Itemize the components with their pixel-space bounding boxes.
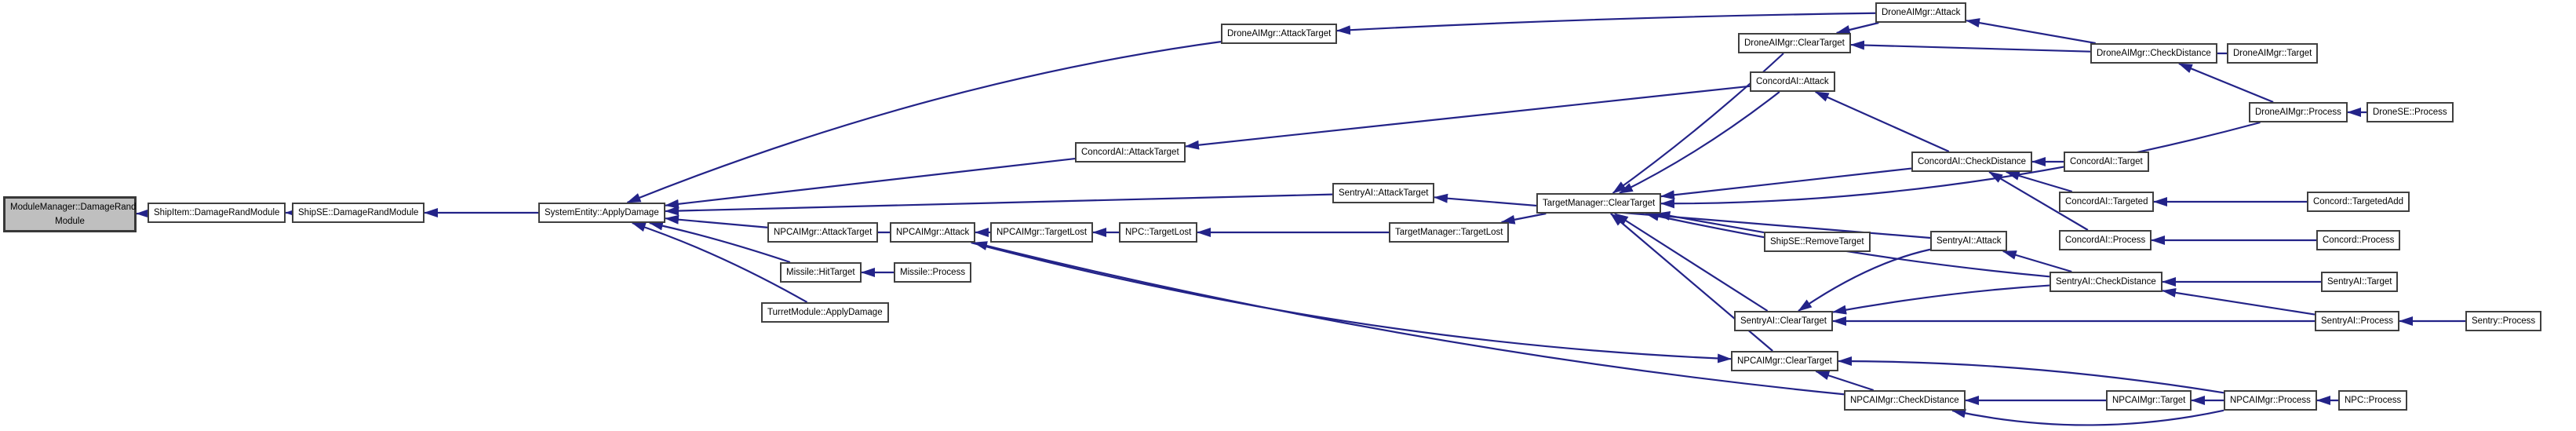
- node-ship-item-damage-rand-module[interactable]: ShipItem::DamageRandModule: [148, 203, 286, 223]
- edge-drone-ai-mgr-process--drone-ai-mgr-check-distance: [2177, 62, 2274, 104]
- node-sentry-ai-clear-target[interactable]: SentryAI::ClearTarget: [1734, 311, 1833, 331]
- node-concord-ai-targeted[interactable]: ConcordAI::Targeted: [2059, 192, 2155, 212]
- edge-drone-ai-mgr-process--target-manager-clear-target: [1660, 121, 2261, 209]
- node-sentry-process[interactable]: Sentry::Process: [2465, 311, 2542, 331]
- node-npc-process[interactable]: NPC::Process: [2338, 390, 2408, 411]
- node-concord-targeted-add[interactable]: Concord::TargetedAdd: [2307, 192, 2410, 212]
- edge-concord-ai-check-distance--concord-ai-attack: [1814, 90, 1950, 153]
- node-concord-ai-process[interactable]: ConcordAI::Process: [2059, 230, 2152, 250]
- node-module-manager-damage-rand-module[interactable]: ModuleManager::DamageRand Module: [3, 196, 137, 232]
- edge-sentry-ai-process--sentry-ai-check-distance: [2162, 287, 2315, 316]
- edge-sentry-ai-attack--sentry-ai-clear-target: [1798, 248, 1931, 312]
- edge-drone-ai-mgr-check-distance--drone-ai-mgr-attack: [1966, 18, 2096, 45]
- edge-sentry-ai-check-distance--sentry-ai-clear-target: [1832, 284, 2050, 315]
- node-sentry-ai-process[interactable]: SentryAI::Process: [2315, 311, 2400, 331]
- node-sentry-ai-attack-target[interactable]: SentryAI::AttackTarget: [1332, 183, 1435, 203]
- edge-turret-module-apply-damage--system-entity-apply-damage: [631, 221, 808, 303]
- node-target-manager-target-lost[interactable]: TargetManager::TargetLost: [1389, 222, 1510, 243]
- node-npc-target-lost[interactable]: NPC::TargetLost: [1119, 222, 1198, 243]
- node-concord-ai-check-distance[interactable]: ConcordAI::CheckDistance: [1911, 152, 2033, 172]
- node-concord-ai-attack[interactable]: ConcordAI::Attack: [1750, 71, 1835, 92]
- node-drone-ai-mgr-attack[interactable]: DroneAIMgr::Attack: [1875, 2, 1967, 23]
- edge-drone-ai-mgr-attack-target--system-entity-apply-damage: [626, 41, 1222, 204]
- node-ship-se-damage-rand-module[interactable]: ShipSE::DamageRandModule: [292, 203, 425, 223]
- node-npc-ai-mgr-process[interactable]: NPCAIMgr::Process: [2224, 390, 2317, 411]
- edge-drone-ai-mgr-attack--drone-ai-mgr-clear-target: [1835, 21, 1879, 35]
- edge-concord-ai-process--concord-ai-check-distance: [1988, 171, 2089, 231]
- node-drone-ai-mgr-process[interactable]: DroneAIMgr::Process: [2249, 102, 2348, 122]
- edge-concord-ai-targeted--concord-ai-check-distance: [2005, 170, 2073, 193]
- edge-npc-ai-mgr-clear-target--target-manager-clear-target: [1610, 213, 1773, 352]
- node-drone-ai-mgr-target[interactable]: DroneAIMgr::Target: [2227, 43, 2319, 64]
- node-npc-ai-mgr-attack[interactable]: NPCAIMgr::Attack: [890, 222, 976, 243]
- node-ship-se-remove-target[interactable]: ShipSE::RemoveTarget: [1764, 232, 1871, 252]
- edge-target-manager-clear-target--target-manager-target-lost: [1500, 212, 1547, 225]
- edge-npc-ai-mgr-check-distance--npc-ai-mgr-clear-target: [1815, 370, 1875, 392]
- edge-sentry-ai-check-distance--sentry-ai-attack: [2002, 250, 2072, 273]
- node-concord-ai-target[interactable]: ConcordAI::Target: [2064, 152, 2149, 172]
- node-concord-process[interactable]: Concord::Process: [2316, 230, 2401, 250]
- node-npc-ai-mgr-target-lost[interactable]: NPCAIMgr::TargetLost: [990, 222, 1094, 243]
- edge-npc-ai-mgr-attack--npc-ai-mgr-clear-target: [971, 241, 1732, 363]
- node-sentry-ai-attack[interactable]: SentryAI::Attack: [1930, 231, 2008, 251]
- edge-npc-ai-mgr-process--npc-ai-mgr-clear-target: [1838, 356, 2224, 394]
- node-missile-hit-target[interactable]: Missile::HitTarget: [780, 262, 862, 283]
- node-npc-ai-mgr-target[interactable]: NPCAIMgr::Target: [2106, 390, 2192, 411]
- node-target-manager-clear-target[interactable]: TargetManager::ClearTarget: [1536, 193, 1662, 214]
- node-drone-se-process[interactable]: DroneSE::Process: [2366, 102, 2454, 122]
- edge-concord-ai-attack--concord-ai-attack-target: [1185, 85, 1751, 150]
- node-concord-ai-attack-target[interactable]: ConcordAI::AttackTarget: [1075, 142, 1186, 163]
- edge-drone-ai-mgr-check-distance--drone-ai-mgr-clear-target: [1850, 40, 2091, 53]
- node-sentry-ai-check-distance[interactable]: SentryAI::CheckDistance: [2050, 272, 2162, 292]
- node-drone-ai-mgr-check-distance[interactable]: DroneAIMgr::CheckDistance: [2090, 43, 2217, 64]
- edge-missile-hit-target--system-entity-apply-damage: [648, 221, 791, 264]
- edge-ship-se-remove-target--target-manager-clear-target: [1656, 211, 1765, 234]
- edge-sentry-ai-attack-target--system-entity-apply-damage: [665, 193, 1333, 216]
- edge-npc-ai-mgr-check-distance--npc-ai-mgr-attack: [973, 241, 1845, 396]
- edge-concord-ai-attack-target--system-entity-apply-damage: [665, 157, 1076, 209]
- node-turret-module-apply-damage[interactable]: TurretModule::ApplyDamage: [761, 302, 889, 323]
- node-npc-ai-mgr-clear-target[interactable]: NPCAIMgr::ClearTarget: [1731, 351, 1838, 371]
- edge-drone-ai-mgr-attack--drone-ai-mgr-attack-target: [1336, 12, 1876, 35]
- node-missile-process[interactable]: Missile::Process: [894, 262, 972, 283]
- node-npc-ai-mgr-check-distance[interactable]: NPCAIMgr::CheckDistance: [1844, 390, 1966, 411]
- node-npc-ai-mgr-attack-target[interactable]: NPCAIMgr::AttackTarget: [767, 222, 879, 243]
- edge-concord-ai-attack--target-manager-clear-target: [1618, 91, 1780, 194]
- edge-sentry-ai-clear-target--target-manager-clear-target: [1614, 213, 1769, 312]
- node-system-entity-apply-damage[interactable]: SystemEntity::ApplyDamage: [538, 203, 665, 223]
- edge-npc-ai-mgr-attack-target--system-entity-apply-damage: [665, 214, 768, 228]
- edge-concord-ai-check-distance--target-manager-clear-target: [1660, 167, 1912, 200]
- node-drone-ai-mgr-attack-target[interactable]: DroneAIMgr::AttackTarget: [1221, 24, 1338, 44]
- node-drone-ai-mgr-clear-target[interactable]: DroneAIMgr::ClearTarget: [1738, 33, 1851, 53]
- edge-npc-ai-mgr-process--npc-ai-mgr-check-distance: [1951, 408, 2224, 426]
- node-sentry-ai-target[interactable]: SentryAI::Target: [2321, 272, 2399, 292]
